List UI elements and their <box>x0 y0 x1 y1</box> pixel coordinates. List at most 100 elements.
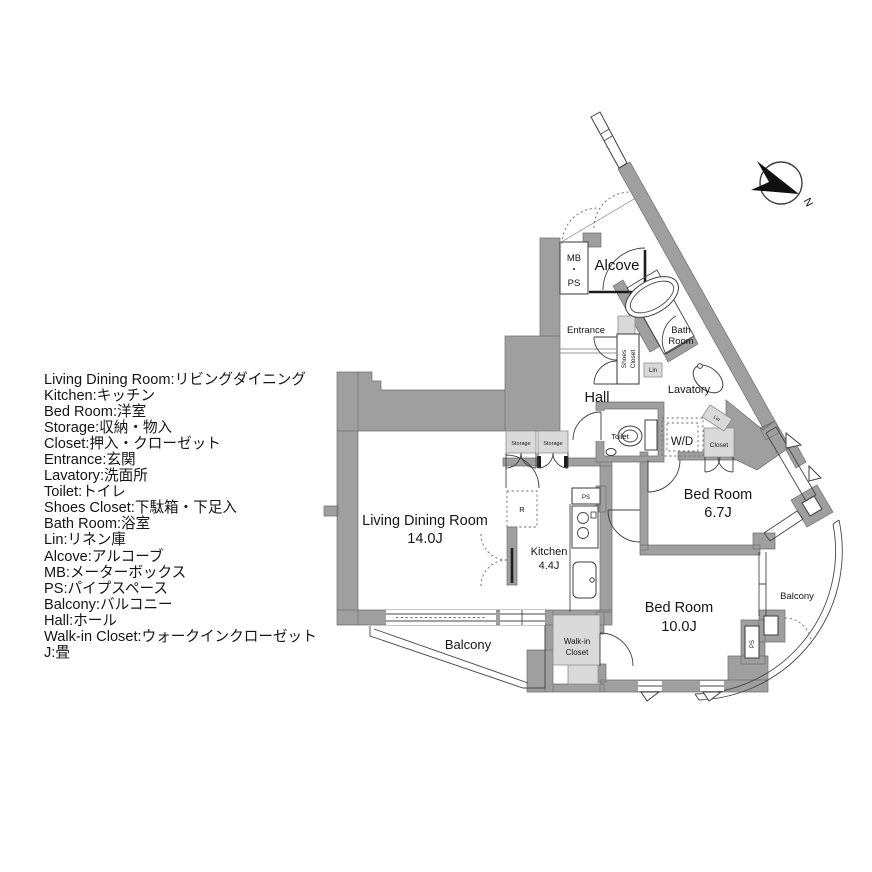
legend-line: Shoes Closet:下駄箱・下足入 <box>44 500 238 517</box>
railing-ticks <box>600 128 613 142</box>
wd-box <box>661 417 704 457</box>
legend-line: MB:メーターボックス <box>44 564 187 581</box>
east-window-lower-diag <box>763 510 804 542</box>
label-fridge: R <box>519 505 525 514</box>
label-mb-ps-dot: ・ <box>569 265 579 276</box>
legend-line: Living Dining Room:リビングダイニング <box>44 372 306 388</box>
toilet-bowl <box>617 425 643 447</box>
legend-line: Entrance:玄関 <box>44 452 136 469</box>
lavatory-faucet <box>697 363 703 369</box>
railing <box>590 111 628 169</box>
compass: N <box>751 161 815 209</box>
porch <box>557 111 647 354</box>
window-flag-1 <box>785 431 803 449</box>
balcony-service-door-arc <box>784 617 812 645</box>
label-bed2-size: 10.0J <box>661 619 696 635</box>
label-storage-a: Storage <box>511 441 530 447</box>
label-balcony-right: Balcony <box>780 591 814 602</box>
orthogonal-walls <box>323 232 786 693</box>
kitchen-fittings <box>480 456 599 612</box>
fixtures <box>595 363 724 456</box>
legend-line: Lin:リネン庫 <box>44 532 126 549</box>
label-wd: W/D <box>671 436 693 448</box>
doors <box>505 247 812 667</box>
label-bed1-name: Bed Room <box>684 487 753 503</box>
legend-line: PS:パイプスペース <box>44 580 168 597</box>
bath-room <box>625 269 695 355</box>
label-kitchen-name: Kitchen <box>531 546 568 558</box>
label-kitchen-size: 4.4J <box>539 560 560 572</box>
legend-line: Hall:ホール <box>44 612 117 629</box>
legend-line: Kitchen:キッチン <box>44 388 156 405</box>
ps-kitchen-box <box>571 487 601 505</box>
south-window-tick-1 <box>640 691 661 702</box>
legend: Living Dining Room:リビングダイニング Kitchen:キッチ… <box>44 372 317 661</box>
balcony-door <box>500 610 545 625</box>
balcony-service-window <box>763 615 779 636</box>
legend-line: Walk-in Closet:ウォークインクローゼット <box>44 628 317 645</box>
label-ps: PS <box>568 278 581 289</box>
kitchen-door-jamb-2 <box>564 456 568 468</box>
stove-panel <box>590 511 597 519</box>
ldr-window <box>386 613 496 622</box>
mb-ps-box <box>559 241 589 295</box>
burner-1 <box>577 512 589 524</box>
ps-balcony-box <box>744 625 760 659</box>
balcony-bottom-rail <box>369 626 546 689</box>
legend-line: Balcony:バルコニー <box>44 596 173 613</box>
linen-box-rotated <box>701 404 733 432</box>
porch-edge-line <box>557 198 635 245</box>
burner-2 <box>577 527 589 539</box>
label-mb: MB <box>567 253 581 264</box>
label-balcony-bottom: Balcony <box>445 637 492 652</box>
label-lavatory: Lavatory <box>668 384 711 396</box>
label-alcove: Alcove <box>594 257 639 274</box>
label-lin-small: Lin <box>712 415 721 424</box>
legend-line: J:畳 <box>44 644 70 661</box>
legend-line: Storage:収納・物入 <box>44 420 173 437</box>
small-labels: MB ・ PS W/D Closet Lin Lin Storage Stora… <box>511 253 756 648</box>
porch-dashed-arc-2 <box>593 191 631 229</box>
fridge-box <box>506 490 538 528</box>
label-walkin-2: Closet <box>566 648 589 657</box>
toilet-tank <box>644 419 658 451</box>
service-boxes <box>559 241 779 659</box>
label-toilet: Toilet <box>611 432 629 441</box>
door-arcs <box>505 247 734 667</box>
label-bath-2: Room <box>668 336 693 347</box>
label-bed2-name: Bed Room <box>645 600 714 616</box>
balcony-door-gap <box>500 610 545 625</box>
east-window-vertical <box>758 552 767 616</box>
shoes-closet-box <box>616 333 640 385</box>
entrance-step-lines <box>560 348 616 354</box>
room-labels: Living Dining Room 14.0J Kitchen 4.4J Be… <box>362 257 814 657</box>
cupboard-arc-2 <box>480 559 508 587</box>
cupboard-arc-1 <box>480 533 508 561</box>
bath-outline <box>626 269 695 355</box>
windows <box>386 426 822 702</box>
label-bath-1: Bath <box>671 325 691 336</box>
label-ps-kitchen: PS <box>582 495 590 501</box>
label-shoes-2: Closet <box>630 350 637 369</box>
label-shoes-1: Shoes <box>621 349 628 368</box>
label-closet: Closet <box>710 442 729 449</box>
legend-line: Bath Room:浴室 <box>44 516 151 533</box>
window-flag-2 <box>808 464 822 482</box>
legend-line: Bed Room:洋室 <box>44 404 147 421</box>
label-living-size: 14.0J <box>407 531 442 547</box>
legend-line: Closet:押入・クローゼット <box>44 436 221 453</box>
legend-line: Alcove:アルコーブ <box>44 548 164 565</box>
label-entrance: Entrance <box>567 325 605 336</box>
bathtub <box>625 276 679 318</box>
compass-north-label: N <box>801 196 815 209</box>
label-lin: Lin <box>649 368 657 374</box>
kitchen-faucet <box>589 577 595 583</box>
east-windows-upper <box>765 426 817 502</box>
porch-dashed-arc-1 <box>561 207 599 245</box>
kitchen-door-jamb-1 <box>537 456 541 468</box>
label-bed1-size: 6.7J <box>704 505 731 521</box>
compass-arrow <box>751 161 799 194</box>
label-ps-balcony: PS <box>750 640 756 648</box>
